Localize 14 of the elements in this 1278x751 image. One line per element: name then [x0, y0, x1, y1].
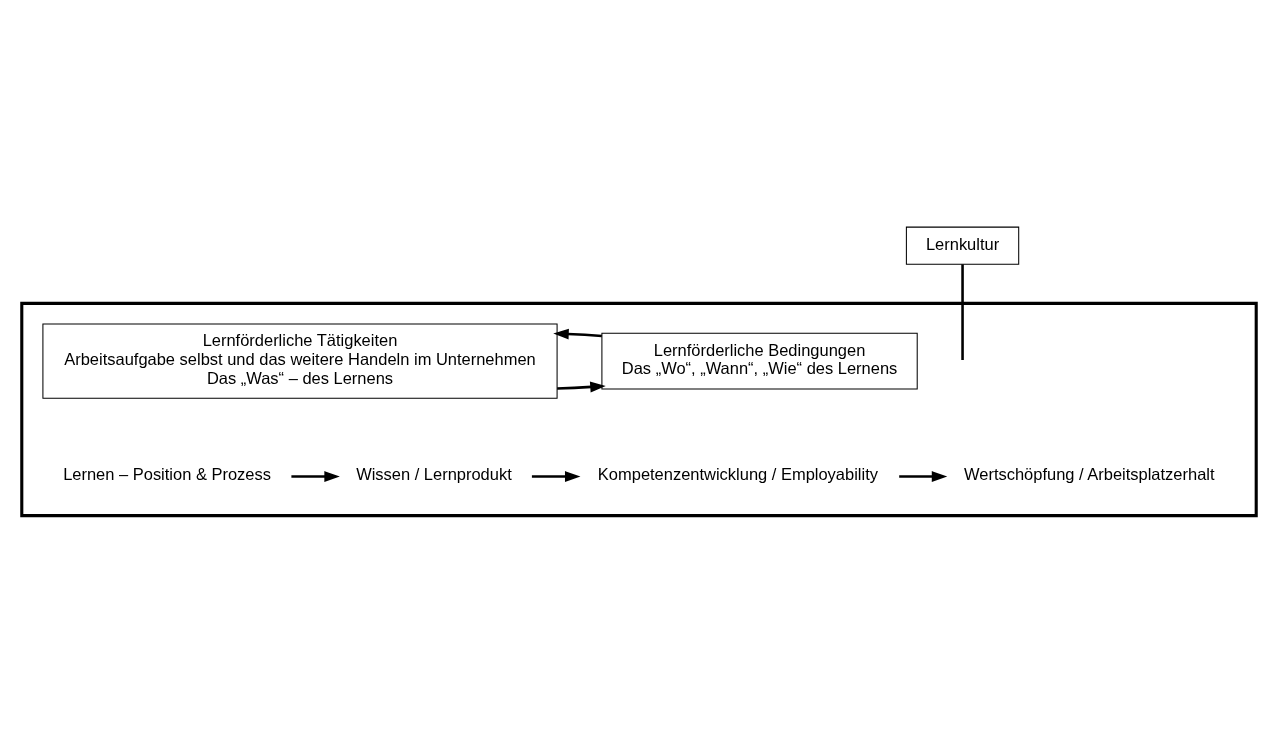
cluster: [20, 301, 1258, 518]
node-text: Lernen – Position & Prozess: [63, 465, 271, 484]
node-text: Wertschöpfung / Arbeitsplatzerhalt: [964, 465, 1215, 484]
node-text: Kompetenzentwicklung / Employability: [597, 465, 878, 484]
node-box: Lernförderliche Tätigkeiten Arbeitsaufgabe selbst und das weitere Handeln im Unternehmen Das „Was“ – des Lernens: [42, 323, 558, 399]
arrow: [553, 328, 602, 340]
node-box: Lernkultur: [905, 226, 1020, 265]
arrow: [291, 471, 340, 482]
arrow: [899, 471, 948, 482]
arrow: [531, 471, 581, 482]
node-box: Lernförderliche Bedingungen Das „Wo“, „Wann“, „Wie“ des Lernens: [601, 332, 918, 390]
arrow: [557, 381, 606, 393]
node-text: Wissen / Lernprodukt: [356, 465, 512, 484]
connector: [961, 264, 964, 360]
